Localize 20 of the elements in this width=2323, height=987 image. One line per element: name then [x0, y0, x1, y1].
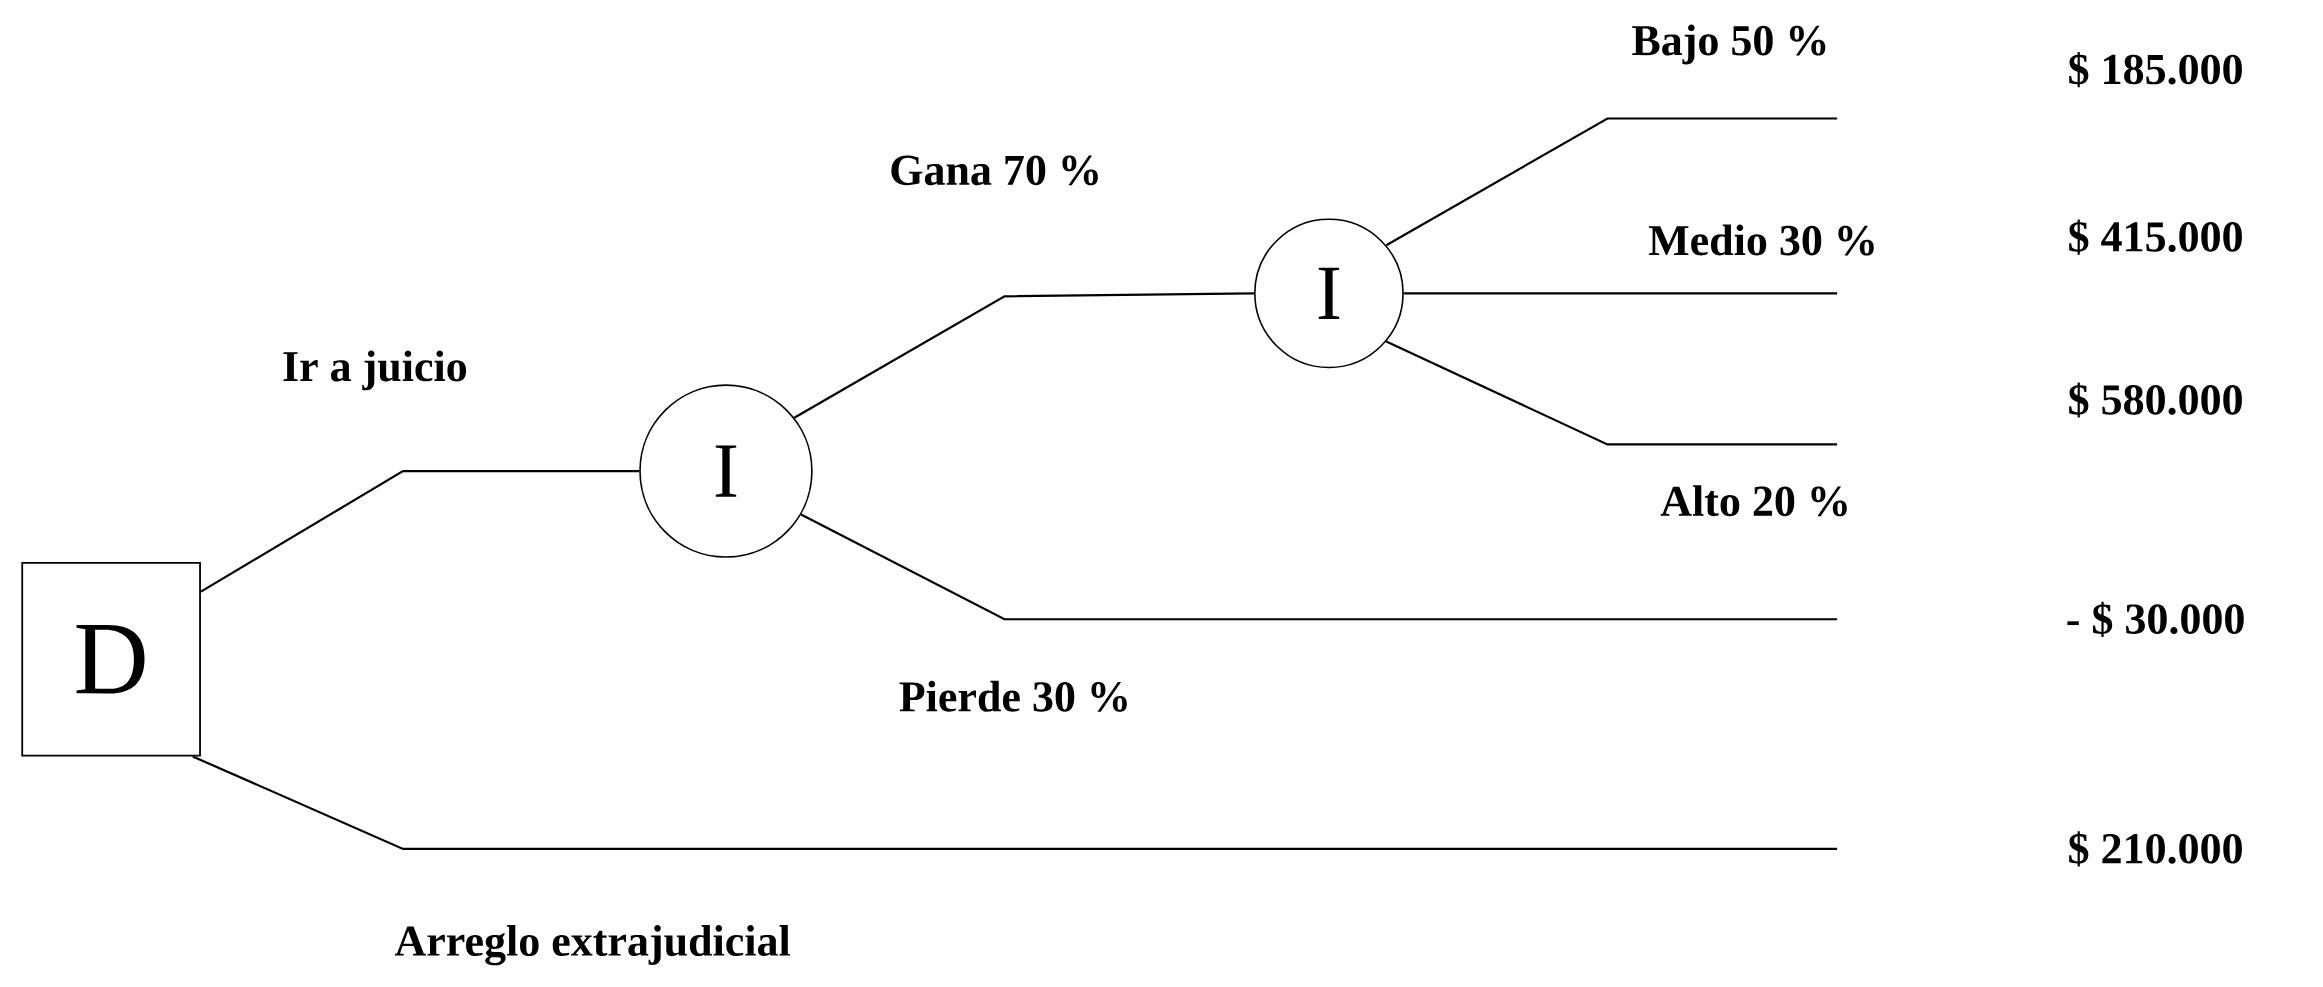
payoff-value: $ 580.000 [2069, 382, 2242, 418]
payoff-value: - $ 30.000 [2067, 601, 2244, 638]
branch-line [1385, 340, 1838, 446]
edge-label: Alto 20 % [1660, 485, 1847, 517]
edge-label: Bajo 50 % [1632, 24, 1826, 65]
branch-line [200, 470, 640, 593]
edge-label: Gana 70 % [891, 155, 1098, 186]
branch-line [793, 292, 1255, 419]
edge-label: Pierde 30 % [899, 680, 1127, 712]
branch-line [1385, 117, 1838, 247]
edge-label: Arreglo extrajudicial [394, 925, 790, 966]
payoff-value: $ 415.000 [2069, 219, 2242, 255]
edge-label: Ir a juicio [283, 350, 467, 391]
branch-line [1403, 292, 1838, 295]
payoff-value: $ 210.000 [2069, 831, 2242, 867]
branch-line [800, 513, 1838, 621]
decision-box: D [21, 562, 201, 757]
edge-label: Medio 30 % [1648, 224, 1874, 256]
payoff-value: $ 185.000 [2069, 52, 2242, 88]
branch-line [192, 755, 1838, 851]
